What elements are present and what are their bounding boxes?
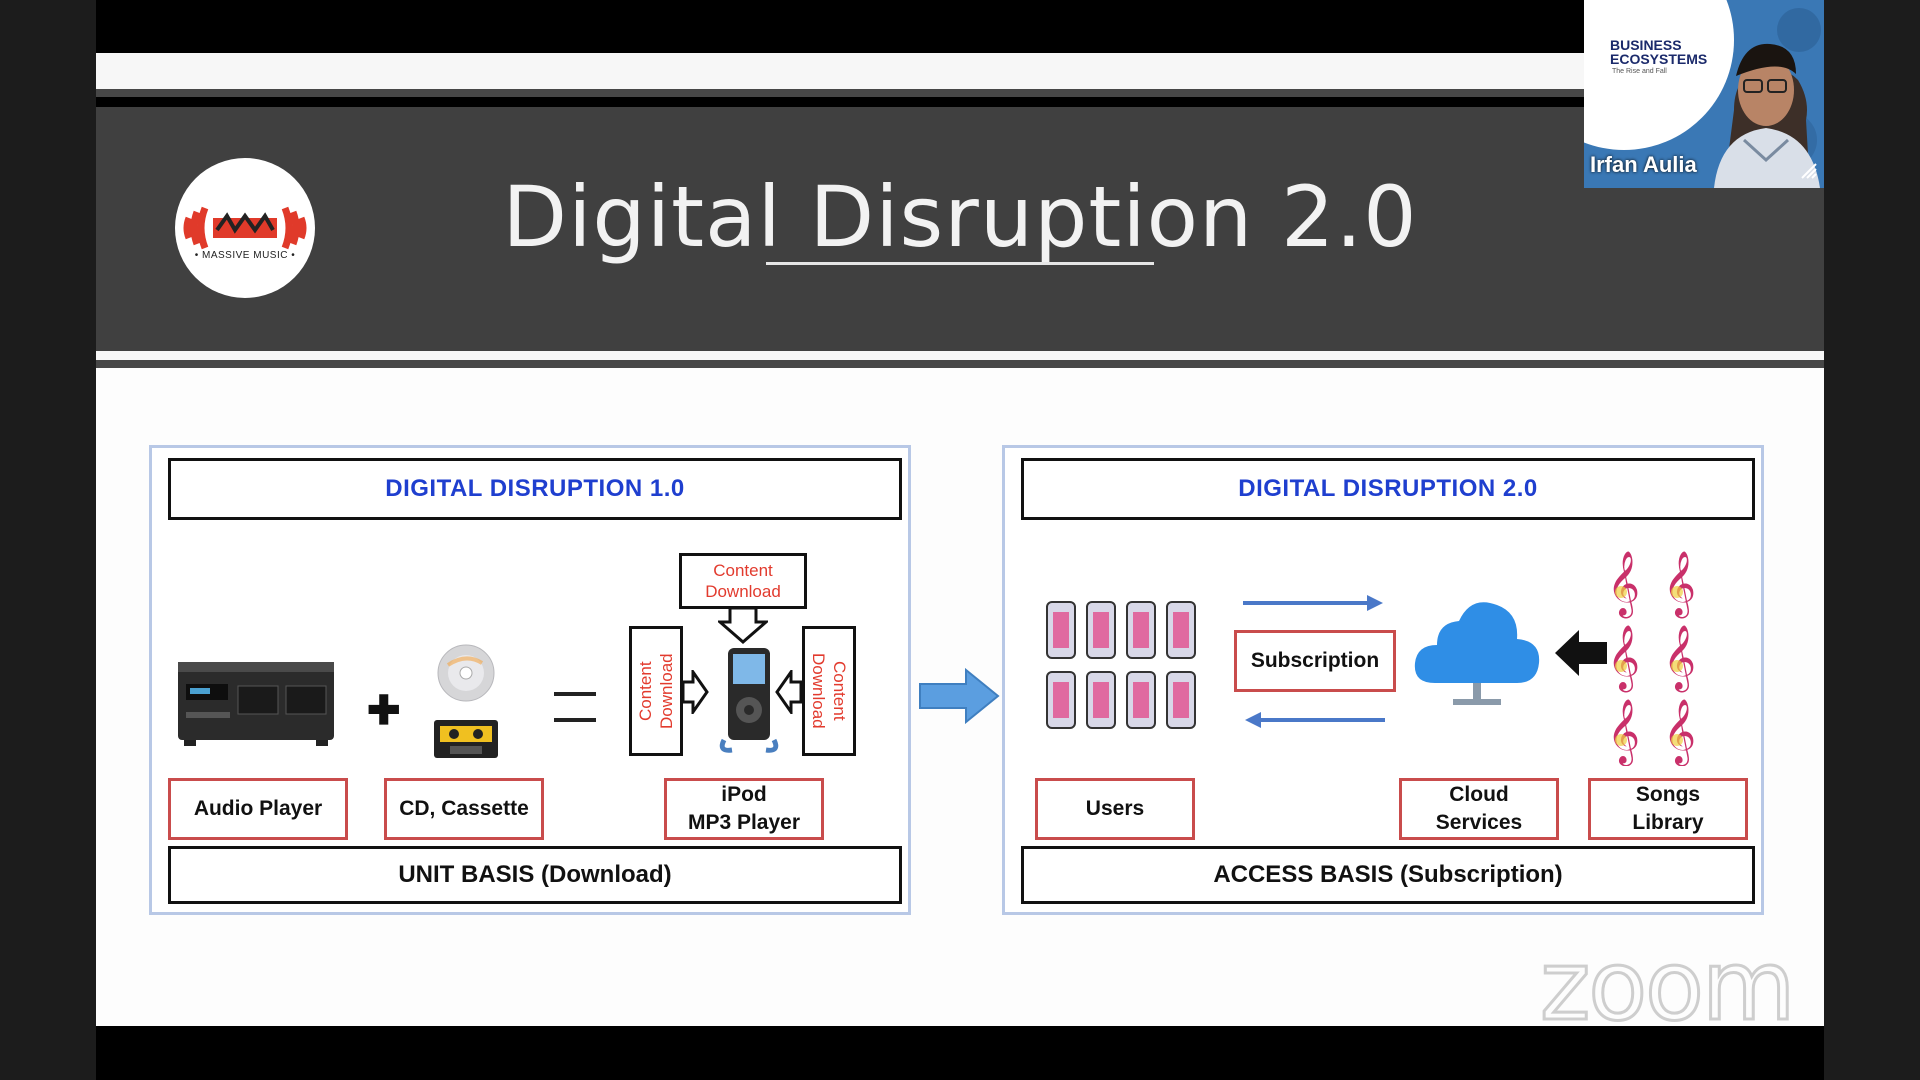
banner-subtitle: The Rise and Fall bbox=[1612, 68, 1667, 75]
logo-text: • MASSIVE MUSIC • bbox=[194, 250, 296, 261]
equals-icon bbox=[554, 692, 596, 722]
participant-name: Irfan Aulia bbox=[1590, 152, 1697, 177]
audio-signal-icon bbox=[1800, 162, 1818, 180]
zoom-watermark: zoom bbox=[1538, 929, 1796, 1044]
arrow-right-icon bbox=[681, 670, 709, 714]
label-users: Users bbox=[1035, 778, 1195, 840]
content-download-left: Content Download bbox=[629, 626, 683, 756]
label-cd-cassette: CD, Cassette bbox=[384, 778, 544, 840]
cd-icon bbox=[437, 644, 495, 702]
slide-top-divider bbox=[96, 89, 1824, 97]
arrow-left-icon bbox=[775, 670, 803, 714]
cloud-icon bbox=[1414, 602, 1540, 705]
panel-2-title: DIGITAL DISRUPTION 2.0 bbox=[1021, 458, 1755, 520]
svg-text:𝄞: 𝄞 bbox=[1663, 551, 1696, 618]
participant-video-thumbnail[interactable]: BUSINESS ECOSYSTEMS The Rise and Fall Ir… bbox=[1584, 0, 1824, 188]
panel-1-title: DIGITAL DISRUPTION 1.0 bbox=[168, 458, 902, 520]
title-underline bbox=[766, 262, 1154, 265]
svg-text:𝄞: 𝄞 bbox=[1607, 551, 1640, 618]
cassette-icon bbox=[434, 720, 498, 758]
panel-digital-disruption-1: DIGITAL DISRUPTION 1.0 ✚ bbox=[149, 445, 911, 915]
arrow-down-icon bbox=[718, 606, 768, 644]
panel-1-footer: UNIT BASIS (Download) bbox=[168, 846, 902, 904]
plus-icon: ✚ bbox=[367, 689, 401, 733]
massive-music-logo: • MASSIVE MUSIC • bbox=[175, 158, 315, 298]
users-phones-icon bbox=[1046, 601, 1196, 729]
slide-header-divider bbox=[96, 360, 1824, 368]
slide-top-strip bbox=[96, 53, 1824, 89]
svg-text:𝄞: 𝄞 bbox=[1607, 699, 1640, 766]
music-notes-icon: 𝄞 𝄞 𝄞 𝄞 𝄞 𝄞 bbox=[1607, 551, 1696, 766]
video-background bbox=[1584, 0, 1824, 188]
svg-text:𝄞: 𝄞 bbox=[1663, 699, 1696, 766]
arrow-from-library-icon bbox=[1555, 630, 1607, 676]
panel-2-footer: ACCESS BASIS (Subscription) bbox=[1021, 846, 1755, 904]
banner-title: BUSINESS ECOSYSTEMS bbox=[1610, 37, 1708, 67]
ipod-icon bbox=[719, 648, 779, 753]
arrow-to-cloud-icon bbox=[1243, 595, 1383, 611]
subscription-box: Subscription bbox=[1234, 630, 1396, 692]
slide-header bbox=[96, 107, 1824, 351]
svg-text:𝄞: 𝄞 bbox=[1663, 625, 1696, 692]
slide-title: Digital Disruption 2.0 bbox=[502, 168, 1418, 266]
content-download-right: Content Download bbox=[802, 626, 856, 756]
svg-text:𝄞: 𝄞 bbox=[1607, 625, 1640, 692]
transition-arrow-icon bbox=[919, 668, 1000, 724]
slide-header-strip bbox=[96, 351, 1824, 361]
arrow-to-users-icon bbox=[1245, 712, 1385, 728]
label-audio-player: Audio Player bbox=[168, 778, 348, 840]
audio-player-icon bbox=[178, 662, 334, 746]
panel-digital-disruption-2: DIGITAL DISRUPTION 2.0 Subscrip bbox=[1002, 445, 1764, 915]
shared-screen-slide: • MASSIVE MUSIC • Digital Disruption 2.0… bbox=[96, 0, 1824, 1080]
